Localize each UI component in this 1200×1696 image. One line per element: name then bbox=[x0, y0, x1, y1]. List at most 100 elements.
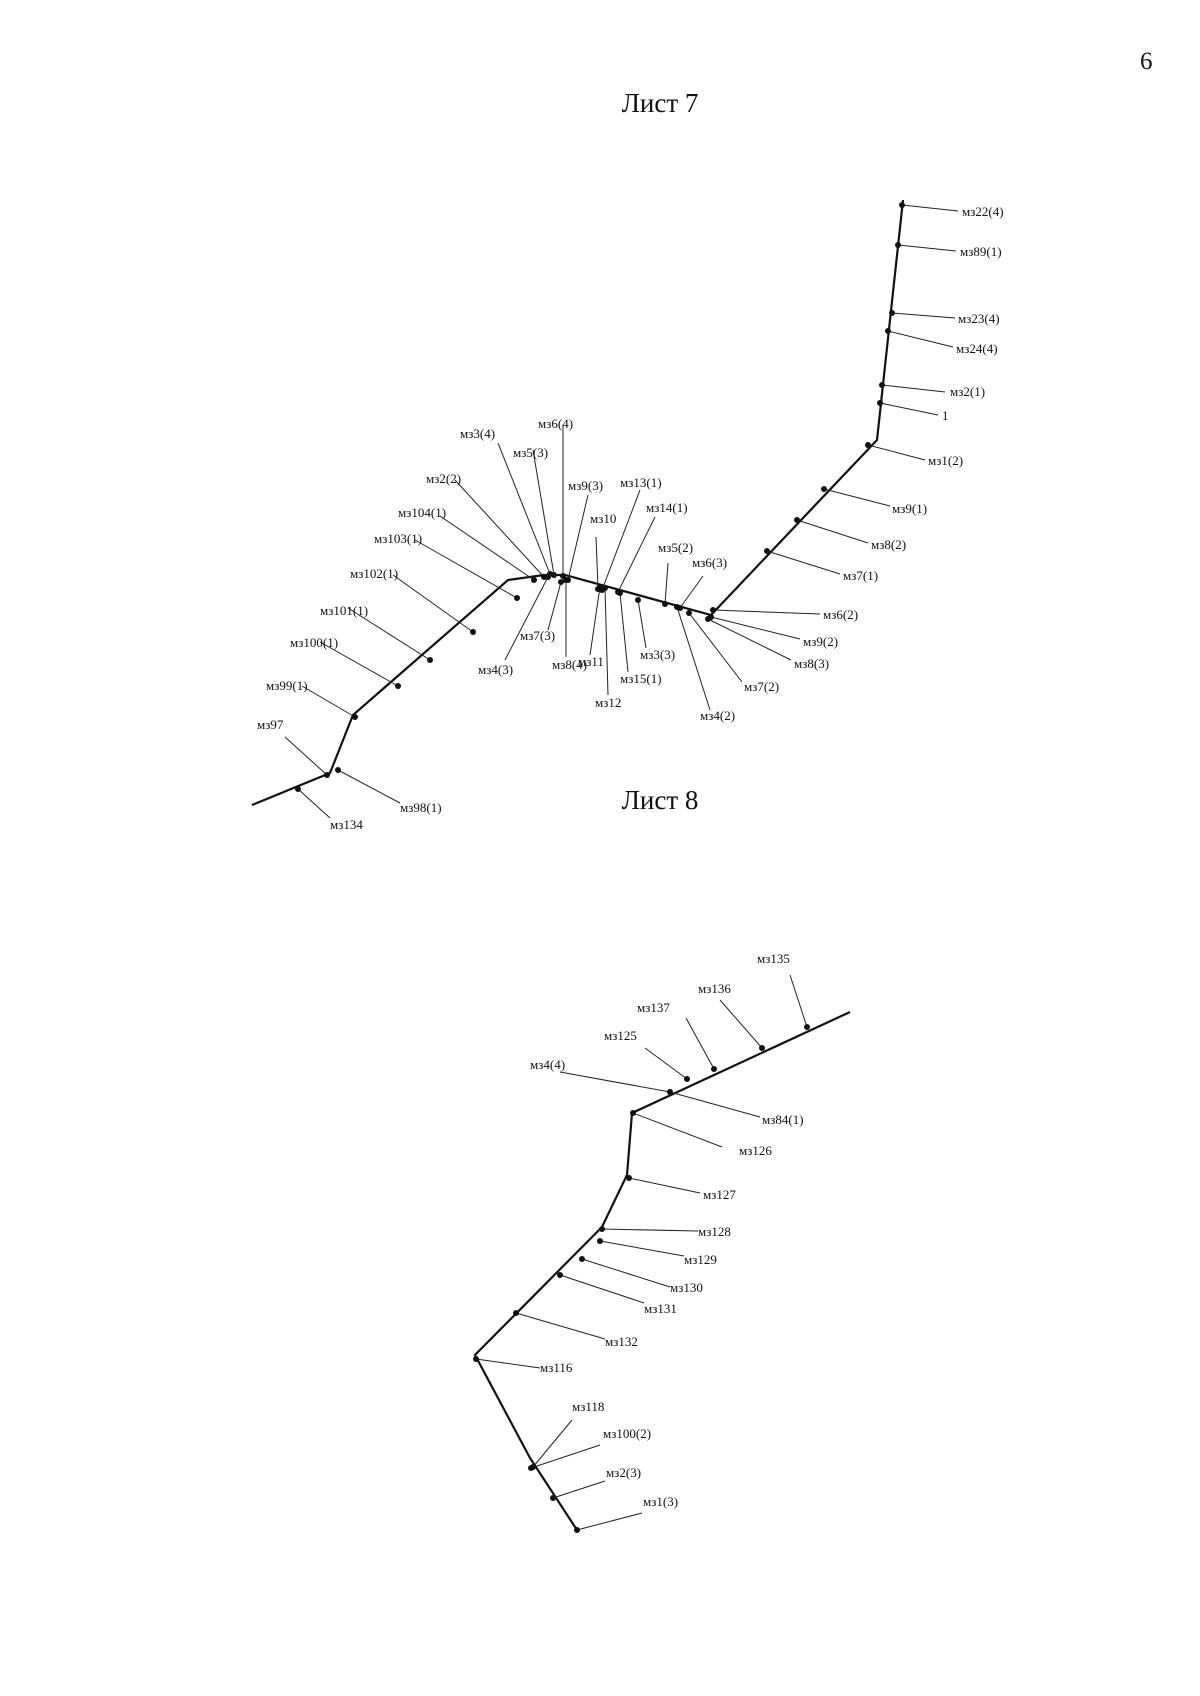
node-label-мз4-4: мз4(4) bbox=[530, 1057, 565, 1072]
node-label-мз84-1: мз84(1) bbox=[762, 1112, 804, 1127]
node-label-мз12: мз12 bbox=[595, 695, 621, 710]
node-dot bbox=[711, 1066, 717, 1072]
node-dot bbox=[547, 571, 553, 577]
leader-line bbox=[392, 574, 474, 633]
node-dot bbox=[295, 786, 301, 792]
leader-line bbox=[559, 1071, 671, 1093]
node-label-мз6-3: мз6(3) bbox=[692, 555, 727, 570]
leader-line bbox=[891, 312, 956, 319]
node-dot bbox=[615, 589, 621, 595]
node-label-мз4-2: мз4(2) bbox=[700, 708, 735, 723]
leader-line bbox=[347, 607, 431, 661]
leader-line bbox=[664, 562, 669, 605]
leader-line bbox=[796, 519, 869, 544]
node-dot bbox=[667, 1089, 673, 1095]
leader-line bbox=[766, 550, 841, 575]
leader-line bbox=[676, 606, 711, 711]
node-label-мз2-2: мз2(2) bbox=[426, 471, 461, 486]
node-label-мз1-3: мз1(3) bbox=[643, 1494, 678, 1509]
node-label-мз116: мз116 bbox=[540, 1360, 573, 1375]
leader-line bbox=[414, 539, 518, 599]
leader-line bbox=[297, 788, 331, 819]
node-dot bbox=[595, 586, 601, 592]
node-label-мз7-1: мз7(1) bbox=[843, 568, 878, 583]
node-dot bbox=[865, 442, 871, 448]
leader-line bbox=[475, 1358, 541, 1369]
node-label-мз14-1: мз14(1) bbox=[646, 500, 688, 515]
node-dot bbox=[794, 517, 800, 523]
node-label-мз8-2: мз8(2) bbox=[871, 537, 906, 552]
leader-line bbox=[628, 1177, 701, 1194]
leader-line bbox=[559, 1274, 645, 1304]
node-dot bbox=[560, 573, 566, 579]
node-dot bbox=[895, 242, 901, 248]
node-dot bbox=[877, 400, 883, 406]
leader-line bbox=[897, 244, 957, 252]
leader-line bbox=[669, 1091, 761, 1118]
node-dot bbox=[574, 1527, 580, 1533]
leader-line bbox=[515, 1312, 606, 1340]
node-label-мз15-1: мз15(1) bbox=[620, 671, 662, 686]
node-dot bbox=[473, 1356, 479, 1362]
leader-line bbox=[337, 769, 401, 804]
node-label-мз137: мз137 bbox=[637, 1000, 670, 1015]
leader-line bbox=[589, 586, 601, 656]
node-label-мз13-1: мз13(1) bbox=[620, 475, 662, 490]
leader-line bbox=[867, 444, 926, 461]
node-dot bbox=[579, 1256, 585, 1262]
leader-line bbox=[637, 599, 647, 649]
node-dot bbox=[705, 616, 711, 622]
leader-line bbox=[604, 587, 609, 696]
node-dot bbox=[626, 1175, 632, 1181]
leader-line bbox=[567, 494, 589, 581]
node-dot bbox=[470, 629, 476, 635]
leader-line bbox=[532, 449, 555, 576]
leader-line bbox=[552, 1480, 606, 1499]
leader-line bbox=[710, 616, 801, 640]
node-dot bbox=[899, 202, 905, 208]
node-label-мз7-3: мз7(3) bbox=[520, 628, 555, 643]
node-label-мз8-3: мз8(3) bbox=[794, 656, 829, 671]
node-label-мз98-1: мз98(1) bbox=[400, 800, 442, 815]
node-dot bbox=[352, 714, 358, 720]
leader-line bbox=[685, 1017, 715, 1070]
node-dot bbox=[558, 579, 564, 585]
node-label-мз9-3: мз9(3) bbox=[568, 478, 603, 493]
leader-line bbox=[601, 1228, 699, 1232]
leader-line bbox=[576, 1512, 643, 1531]
node-label-мз24-4: мз24(4) bbox=[956, 341, 998, 356]
node-label-мз102-1: мз102(1) bbox=[350, 566, 398, 581]
node-label-мз5-2: мз5(2) bbox=[658, 540, 693, 555]
leader-line bbox=[823, 488, 891, 507]
leader-line bbox=[439, 515, 535, 581]
node-label-мз2-3: мз2(3) bbox=[606, 1465, 641, 1480]
node-dot bbox=[514, 595, 520, 601]
node-label-мз7-2: мз7(2) bbox=[744, 679, 779, 694]
node-dot bbox=[557, 1272, 563, 1278]
node-dot bbox=[635, 597, 641, 603]
node-dot bbox=[764, 548, 770, 554]
leader-line bbox=[789, 974, 808, 1028]
node-dot bbox=[597, 1238, 603, 1244]
node-label-мз11: мз11 bbox=[578, 654, 604, 669]
node-label-мз97: мз97 bbox=[257, 717, 284, 732]
node-label-мз118: мз118 bbox=[572, 1399, 604, 1414]
leader-line bbox=[454, 479, 545, 578]
node-dot bbox=[599, 1226, 605, 1232]
node-label-мз3-4: мз3(4) bbox=[460, 426, 495, 441]
node-dot bbox=[662, 601, 668, 607]
node-label-мз131: мз131 bbox=[644, 1301, 677, 1316]
node-label-мз136: мз136 bbox=[698, 981, 731, 996]
node-label-мз101-1: мз101(1) bbox=[320, 603, 368, 618]
node-label-мз104-1: мз104(1) bbox=[398, 505, 446, 520]
leader-line bbox=[901, 204, 959, 212]
node-label-мз128: мз128 bbox=[698, 1224, 731, 1239]
node-label-мз10: мз10 bbox=[590, 511, 616, 526]
leader-line bbox=[707, 618, 792, 661]
leader-line bbox=[599, 1240, 685, 1257]
leader-line bbox=[679, 575, 704, 609]
leader-line bbox=[881, 384, 946, 393]
node-dot bbox=[630, 1110, 636, 1116]
leader-line bbox=[712, 609, 821, 615]
